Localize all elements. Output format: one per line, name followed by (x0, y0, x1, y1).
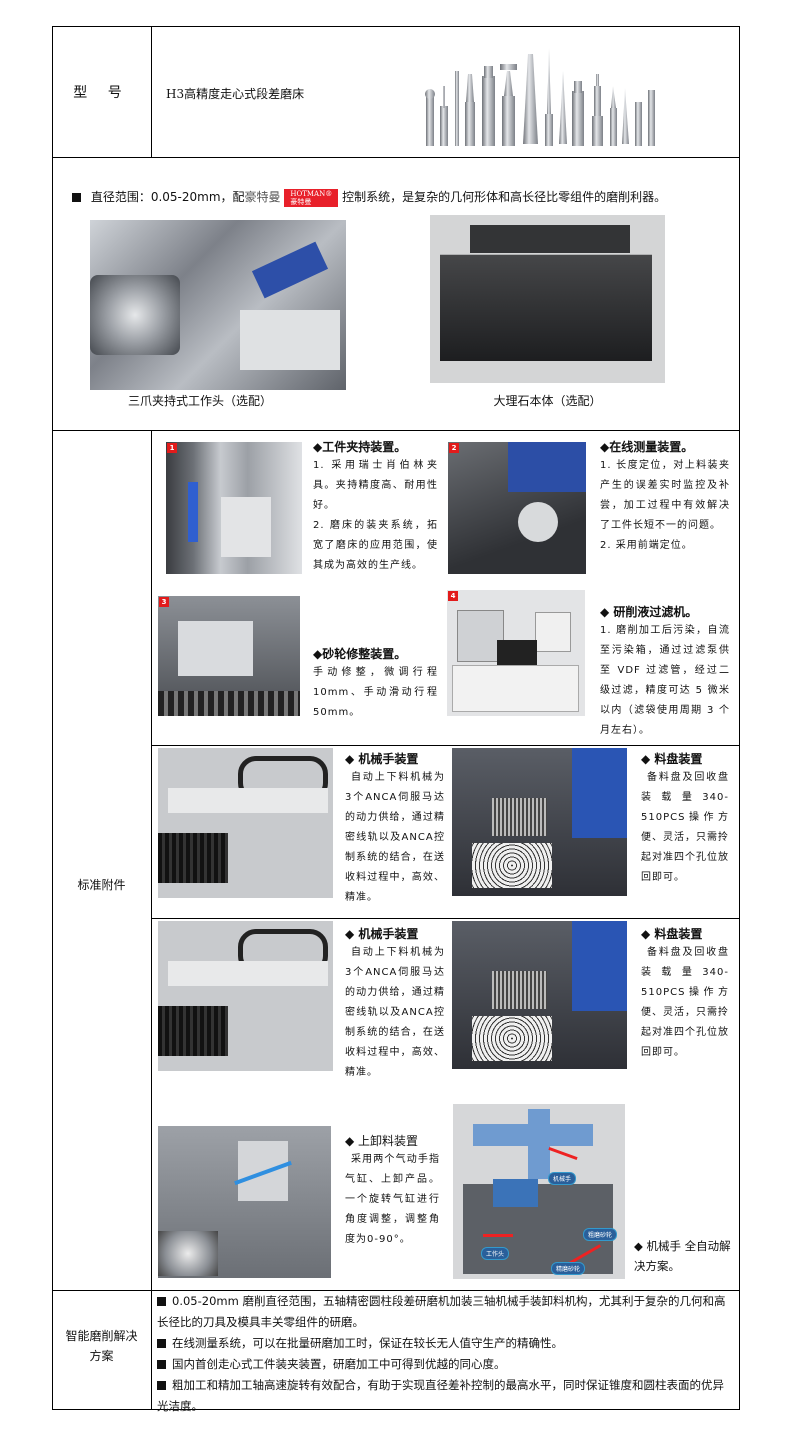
wheel-dresser-photo (158, 596, 300, 716)
tray-title: ◆ 料盘装置 (641, 927, 703, 941)
col-divider-acc (151, 430, 152, 1410)
robot-title: ◆ 机械手装置 (345, 752, 419, 766)
coolant-filter-photo (447, 590, 585, 716)
feature-title: ◆砂轮修整装置。 (313, 647, 407, 661)
square-bullet-icon (157, 1297, 166, 1306)
feature-number-badge: 3 (159, 597, 169, 607)
row-divider-model (52, 157, 740, 158)
marble-base-photo (430, 215, 665, 383)
feature-number-badge: 4 (448, 591, 458, 601)
standard-accessories-label: 标准附件 (77, 878, 126, 892)
automation-caption: ◆ 机械手 全自动解决方案。 (634, 1239, 731, 1273)
row-divider-solution (52, 1290, 740, 1291)
row-divider-intro (52, 430, 740, 431)
diagram-label: 粗磨砂轮 (583, 1228, 618, 1241)
tray-desc: 备料盘及回收盘装载量340-510PCS操作方便、灵活，只需拎起对准四个孔位放回… (641, 772, 729, 883)
feature-number-badge: 1 (167, 443, 177, 453)
table-border-left (52, 26, 53, 1410)
hotman-logo-en: HOTMAN® (290, 189, 333, 198)
three-jaw-chuck-photo (90, 220, 346, 390)
table-border-right (739, 26, 740, 1410)
robot-arm-photo (158, 921, 333, 1071)
feature-line: 手动修整，微调行程10mm、手动滑动行程50mm。 (313, 667, 438, 718)
feature-line: 1. 长度定位，对上料装夹产生的误差实时监控及补尝，加工过程中有效解决了工件长短… (600, 460, 730, 531)
solution-item: 国内首创走心式工件装夹装置，研磨加工中可得到优越的同心度。 (157, 1354, 735, 1375)
tool-lineup-image (420, 36, 720, 148)
tray-desc: 备料盘及回收盘装载量340-510PCS操作方便、灵活，只需拎起对准四个孔位放回… (641, 947, 729, 1058)
loader-text: ◆ 上卸料装置 采用两个气动手指气缸、上卸产品。一个旋转气缸进行角度调整，调整角… (345, 1132, 440, 1250)
robot-arm-photo (158, 748, 333, 898)
intro-prefix: 直径范围：0.05-20mm，配 (90, 190, 245, 204)
intro-line: 直径范围：0.05-20mm，配豪特曼 HOTMAN® 豪特曼 控制系统，是复杂… (72, 188, 666, 207)
feature-title: ◆在线测量装置。 (600, 440, 694, 454)
intro-brand-cn: 豪特曼 (244, 190, 281, 204)
feature-filter-text: ◆ 研削液过滤机。 1. 磨削加工后污染，自流至污染箱，通过过滤泵供至 VDF … (600, 603, 730, 741)
tray-title: ◆ 料盘装置 (641, 752, 703, 766)
model-value: H3高精度走心式段差磨床 (166, 87, 305, 101)
intro-suffix: 控制系统，是复杂的几何形体和高长径比零组件的磨削利器。 (342, 190, 667, 204)
square-bullet-icon (157, 1339, 166, 1348)
automation-diagram: 机械手 工作头 粗磨砂轮 精磨砂轮 (453, 1104, 625, 1279)
inline-measure-photo (448, 442, 586, 574)
diagram-label: 机械手 (548, 1172, 577, 1185)
robot-desc: 自动上下料机械为3个ANCA伺服马达的动力供给，通过精密线轨以及ANCA控制系统… (345, 947, 445, 1078)
col-divider-model (151, 26, 152, 158)
feature-title: ◆ 研削液过滤机。 (600, 605, 698, 619)
loader-title: ◆ 上卸料装置 (345, 1134, 419, 1148)
solution-item: 在线测量系统，可以在批量研磨加工时，保证在较长无人值守生产的精确性。 (157, 1333, 735, 1354)
feature-number-badge: 2 (449, 443, 459, 453)
feature-dresser-text: ◆砂轮修整装置。 手动修整，微调行程10mm、手动滑动行程50mm。 (313, 645, 438, 723)
workholding-photo (166, 442, 302, 574)
solution-label-line1: 智能磨削解决 (65, 1329, 138, 1343)
feature-workholding-text: ◆工件夹持装置。 1. 采用瑞士肖伯林夹具。夹持精度高、耐用性好。 2. 磨床的… (313, 438, 438, 576)
robot-desc: 自动上下料机械为3个ANCA伺服马达的动力供给，通过精密线轨以及ANCA控制系统… (345, 772, 445, 903)
solution-item: 0.05-20mm 磨削直径范围，五轴精密圆柱段差研磨机加装三轴机械手装卸料机构… (157, 1294, 726, 1329)
feature-line: 1. 采用瑞士肖伯林夹具。夹持精度高、耐用性好。 (313, 460, 438, 511)
feature-line: 2. 磨床的装夹系统，拓宽了磨床的应用范围，使其成为高效的生产线。 (313, 520, 438, 571)
tray-text: ◆ 料盘装置 备料盘及回收盘装载量340-510PCS操作方便、灵活，只需拎起对… (641, 925, 729, 1063)
feature-title: ◆工件夹持装置。 (313, 440, 407, 454)
model-label: 型 号 (73, 85, 130, 101)
loader-desc: 采用两个气动手指气缸、上卸产品。一个旋转气缸进行角度调整，调整角度为0-90°。 (345, 1154, 440, 1245)
square-bullet-icon (157, 1360, 166, 1369)
table-border-bottom (52, 1409, 740, 1410)
feature-line: 2. 采用前端定位。 (600, 540, 693, 551)
diagram-label: 精磨砂轮 (551, 1262, 586, 1275)
feature-line: 1. 磨削加工后污染，自流至污染箱，通过过滤泵供至 VDF 过滤管，经过二级过滤… (600, 625, 730, 736)
loader-gripper-photo (158, 1126, 331, 1278)
chuck-caption: 三爪夹持式工作头（选配） (127, 394, 272, 408)
square-bullet-icon (157, 1381, 166, 1390)
solution-label-line2: 方案 (89, 1349, 114, 1363)
solution-list: 0.05-20mm 磨削直径范围，五轴精密圆柱段差研磨机加装三轴机械手装卸料机构… (157, 1291, 735, 1417)
hotman-logo: HOTMAN® 豪特曼 (284, 188, 339, 207)
marble-caption: 大理石本体（选配） (493, 394, 602, 408)
row-divider-acc-2 (152, 918, 740, 919)
hotman-logo-cn: 豪特曼 (290, 197, 312, 206)
diagram-label: 工作头 (481, 1247, 510, 1260)
solution-item: 粗加工和精加工轴高速旋转有效配合，有助于实现直径差补控制的最高水平，同时保证锥度… (157, 1378, 724, 1413)
feature-measure-text: ◆在线测量装置。 1. 长度定位，对上料装夹产生的误差实时监控及补尝，加工过程中… (600, 438, 730, 556)
tray-text: ◆ 料盘装置 备料盘及回收盘装载量340-510PCS操作方便、灵活，只需拎起对… (641, 750, 729, 888)
square-bullet-icon (72, 193, 81, 202)
robot-text: ◆ 机械手装置 自动上下料机械为3个ANCA伺服马达的动力供给，通过精密线轨以及… (345, 750, 445, 908)
robot-title: ◆ 机械手装置 (345, 927, 419, 941)
row-divider-acc-1 (152, 745, 740, 746)
parts-tray-photo (452, 921, 627, 1069)
solution-label: 智能磨削解决 方案 (52, 1326, 151, 1366)
parts-tray-photo (452, 748, 627, 896)
robot-text: ◆ 机械手装置 自动上下料机械为3个ANCA伺服马达的动力供给，通过精密线轨以及… (345, 925, 445, 1083)
table-border-top (52, 26, 740, 27)
